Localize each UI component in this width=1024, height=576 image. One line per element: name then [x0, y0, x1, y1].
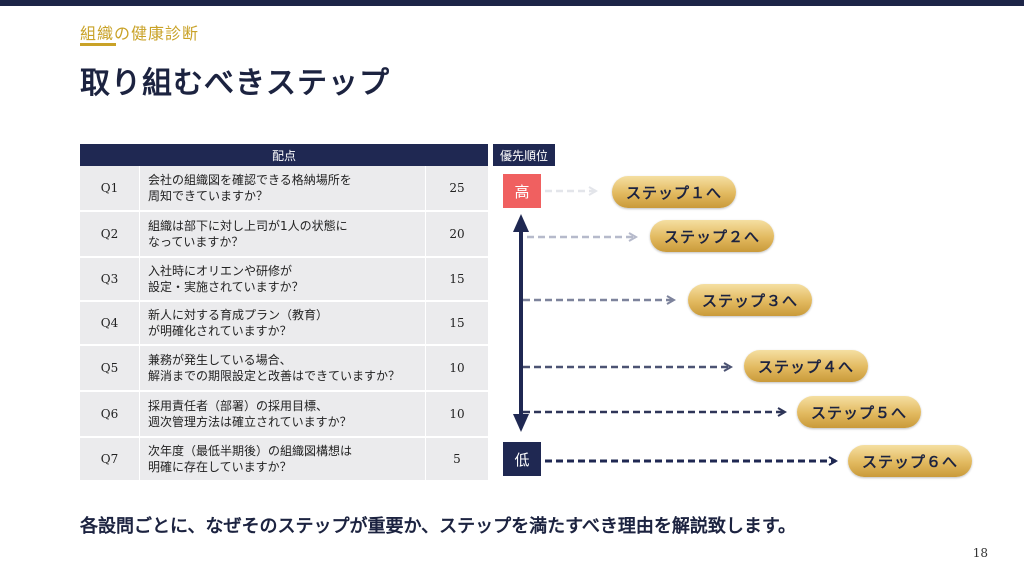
- section-underline: [80, 43, 116, 46]
- question-text: 次年度（最低半期後）の組織図構想は 明確に存在していますか？: [140, 438, 426, 482]
- question-id: Q7: [80, 438, 140, 482]
- question-table: 配点: [80, 144, 488, 166]
- question-text: 新人に対する育成プラン（教育） が明確化されていますか？: [140, 302, 426, 346]
- step-2-pill: ステップ２へ: [650, 220, 774, 252]
- question-score: 5: [426, 438, 488, 482]
- section-label: 組織の健康診断: [80, 24, 200, 43]
- question-text: 会社の組織図を確認できる格納場所を 周知できていますか？: [140, 166, 426, 212]
- priority-axis-down-head: [513, 414, 529, 432]
- question-score: 20: [426, 212, 488, 258]
- top-bar: [0, 0, 1024, 6]
- page-number: 18: [972, 546, 988, 560]
- question-score: 25: [426, 166, 488, 212]
- step-3-pill: ステップ３へ: [688, 284, 812, 316]
- question-id: Q6: [80, 392, 140, 438]
- step-4-pill: ステップ４へ: [744, 350, 868, 382]
- question-score: 15: [426, 258, 488, 302]
- question-text: 組織は部下に対し上司が1人の状態に なっていますか？: [140, 212, 426, 258]
- question-score: 10: [426, 392, 488, 438]
- priority-high-badge: 高: [503, 174, 541, 208]
- step-1-pill: ステップ１へ: [612, 176, 736, 208]
- question-id: Q2: [80, 212, 140, 258]
- footer-note: 各設問ごとに、なぜそのステップが重要か、ステップを満たすべき理由を解説致します。: [80, 516, 797, 537]
- question-id: Q5: [80, 346, 140, 392]
- question-score: 15: [426, 302, 488, 346]
- question-score: 10: [426, 346, 488, 392]
- step-6-pill: ステップ６へ: [848, 445, 972, 477]
- question-text: 入社時にオリエンや研修が 設定・実施されていますか？: [140, 258, 426, 302]
- score-header: 配点: [80, 144, 488, 166]
- question-id: Q3: [80, 258, 140, 302]
- question-text: 兼務が発生している場合、 解消までの期限設定と改善はできていますか？: [140, 346, 426, 392]
- question-id: Q1: [80, 166, 140, 212]
- question-text: 採用責任者（部署）の採用目標、 週次管理方法は確立されていますか？: [140, 392, 426, 438]
- question-id: Q4: [80, 302, 140, 346]
- step-5-pill: ステップ５へ: [797, 396, 921, 428]
- priority-low-badge: 低: [503, 442, 541, 476]
- page-title: 取り組むべきステップ: [80, 66, 390, 101]
- priority-header: 優先順位: [493, 144, 555, 166]
- priority-axis-up-head: [513, 214, 529, 232]
